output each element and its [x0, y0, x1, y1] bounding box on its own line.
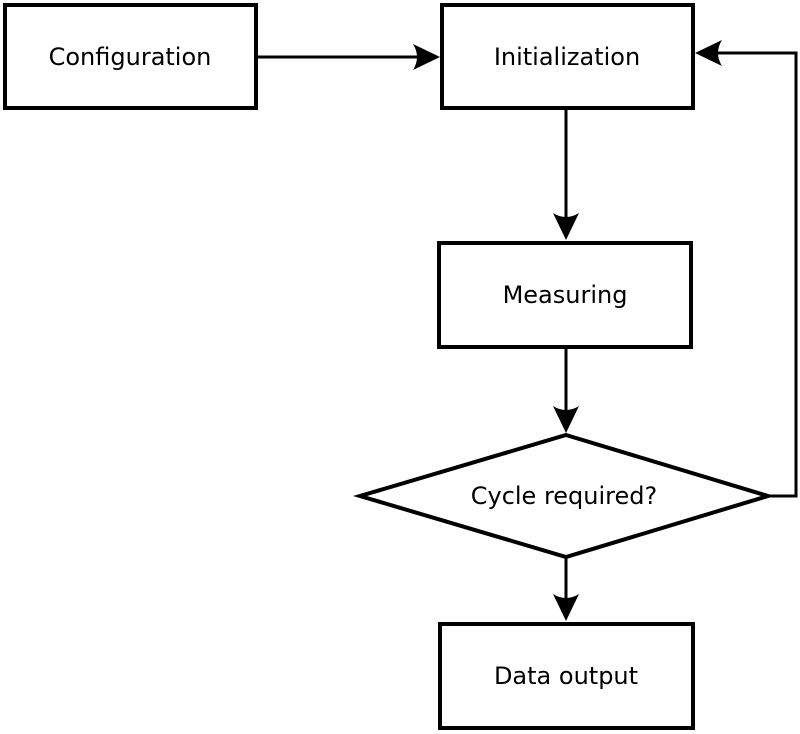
- arrowhead-feedback-initialization: [695, 40, 722, 66]
- node-configuration-label: Configuration: [49, 43, 212, 71]
- node-cycle-required: [352, 432, 775, 560]
- arrowhead-configuration-initialization: [413, 44, 440, 70]
- node-configuration: [3, 3, 258, 110]
- arrowhead-cycle-required-data-output: [553, 594, 579, 621]
- edge-cycle-required-initialization-feedback: [716, 51, 798, 498]
- node-measuring-label: Measuring: [503, 281, 628, 309]
- node-measuring: [437, 241, 693, 349]
- node-data-output: [438, 622, 695, 730]
- arrowhead-measuring-cycle-required: [553, 406, 579, 433]
- node-cycle-required-label: Cycle required?: [471, 482, 658, 510]
- arrowhead-initialization-measuring: [553, 213, 579, 240]
- node-initialization-label: Initialization: [494, 43, 640, 71]
- node-initialization: [440, 3, 695, 110]
- node-data-output-label: Data output: [494, 662, 638, 690]
